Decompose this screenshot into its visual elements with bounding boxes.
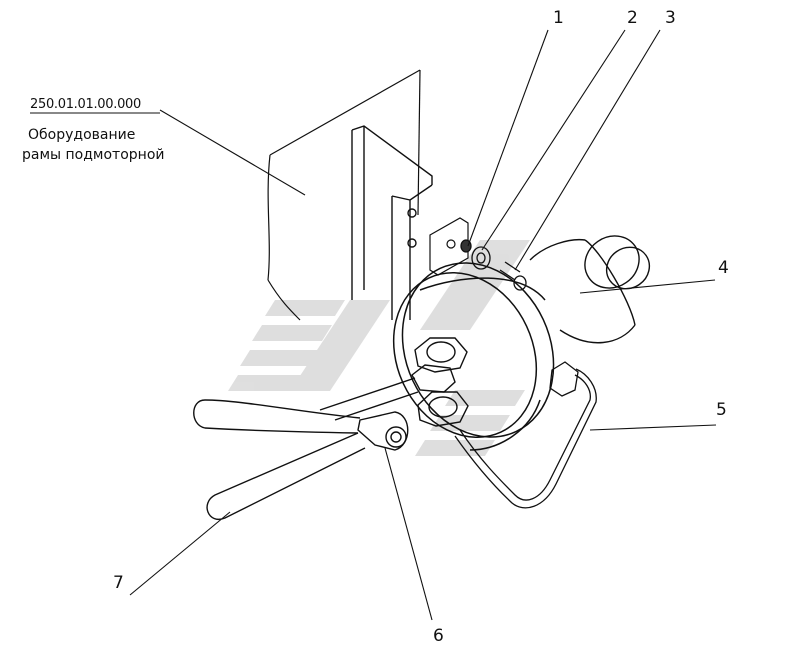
watermark-logo [228, 240, 530, 456]
callout-7: 7 [113, 573, 124, 593]
fasteners [460, 239, 527, 291]
assembly-code: 250.01.01.00.000 [30, 97, 141, 112]
callout-6: 6 [433, 626, 444, 646]
cables [193, 377, 419, 521]
callout-1: 1 [553, 8, 564, 28]
wire-tube [454, 368, 597, 509]
clip [549, 361, 579, 397]
callout-3: 3 [665, 8, 676, 28]
disk-housing [392, 262, 555, 451]
cylinder-body [529, 235, 651, 344]
frame-plate [267, 69, 421, 321]
assembly-description-line2: рамы подмоторной [22, 147, 165, 163]
bracket [351, 125, 433, 320]
leader-lines [30, 29, 717, 621]
callout-4: 4 [718, 258, 729, 278]
callout-2: 2 [627, 8, 638, 28]
terminal-nuts [411, 337, 469, 427]
callout-5: 5 [716, 400, 727, 420]
cable-lug [357, 411, 409, 451]
mount-tab [429, 217, 469, 276]
assembly-description-line1: Оборудование [28, 127, 136, 143]
